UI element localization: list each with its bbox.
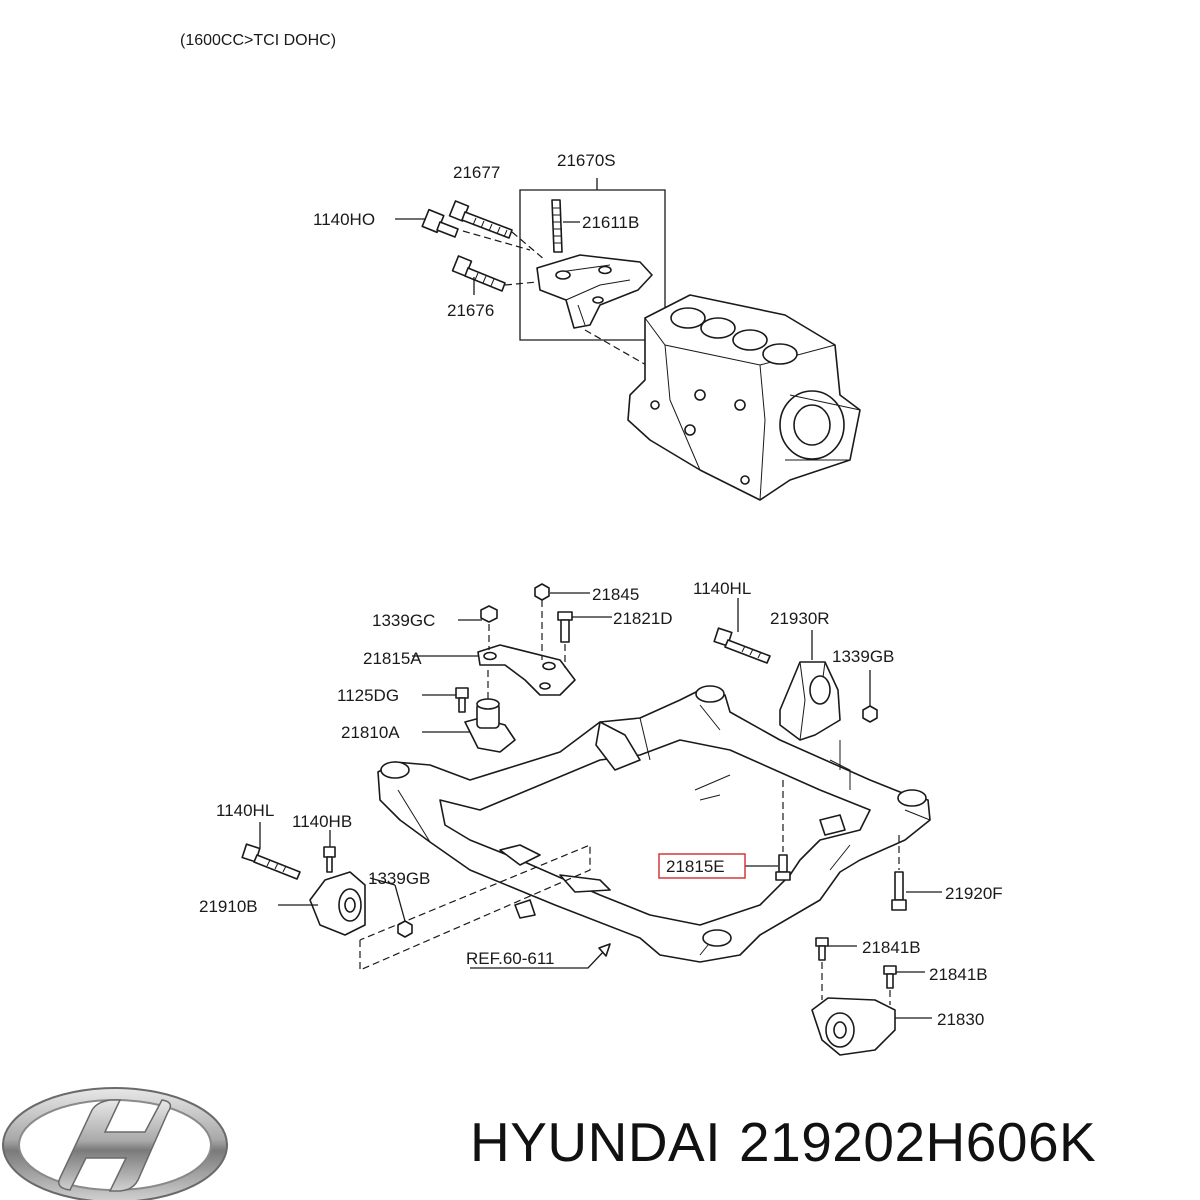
callout-labels: 21670S 21677 1140HO 21611B 21676 21845 1… bbox=[199, 151, 1003, 1029]
bolt-21920F-icon bbox=[891, 835, 942, 911]
label-21815E: 21815E bbox=[666, 857, 725, 876]
label-21841B-b: 21841B bbox=[929, 965, 988, 984]
bolt-21841B-a-icon bbox=[815, 937, 857, 1000]
label-21677: 21677 bbox=[453, 163, 500, 182]
label-21930R: 21930R bbox=[770, 609, 830, 628]
label-1125DG: 1125DG bbox=[337, 686, 399, 705]
label-21920F: 21920F bbox=[945, 884, 1003, 903]
brand-name: HYUNDAI bbox=[470, 1111, 722, 1173]
label-21841B-a: 21841B bbox=[862, 938, 921, 957]
label-1339GB-left: 1339GB bbox=[368, 869, 430, 888]
label-ref-60-611: REF.60-611 bbox=[466, 949, 555, 968]
bolt-21677-icon bbox=[448, 200, 513, 239]
bolt-21676-icon bbox=[451, 255, 506, 295]
label-21611B: 21611B bbox=[582, 213, 639, 232]
nut-1339GB-right-icon bbox=[862, 670, 878, 723]
highlight-box-21815E bbox=[658, 853, 746, 879]
bracket-21815A-icon bbox=[412, 644, 576, 696]
engine-note: (1600CC>TCI DOHC) bbox=[180, 32, 336, 49]
subframe-group bbox=[241, 583, 942, 1056]
label-1140HO: 1140HO bbox=[313, 210, 375, 229]
mount-21830-icon bbox=[811, 997, 932, 1056]
bolt-1125DG-icon bbox=[422, 687, 469, 713]
label-1140HL-left: 1140HL bbox=[216, 801, 274, 820]
mount-21930R-icon bbox=[779, 630, 841, 741]
label-21815A: 21815A bbox=[363, 649, 422, 668]
label-21830: 21830 bbox=[937, 1010, 984, 1029]
part-title: HYUNDAI 219202H606K bbox=[470, 1110, 1114, 1174]
bolt-21841B-b-icon bbox=[883, 965, 925, 1005]
mount-bracket-21670S-icon bbox=[536, 254, 653, 329]
label-1339GB-right: 1339GB bbox=[832, 647, 894, 666]
nut-21845-icon bbox=[534, 583, 590, 660]
upper-mount-group bbox=[395, 178, 666, 371]
mount-21910B-icon bbox=[278, 871, 366, 936]
label-21821D: 21821D bbox=[613, 609, 673, 628]
label-21670S: 21670S bbox=[557, 151, 616, 170]
nut-1339GB-left-icon bbox=[369, 877, 413, 938]
bolt-21815E-icon bbox=[745, 780, 791, 881]
label-1140HL-top: 1140HL bbox=[693, 579, 751, 598]
insulator-21810A-icon bbox=[422, 670, 516, 753]
label-21810A: 21810A bbox=[341, 723, 400, 742]
bolt-1140HB-icon bbox=[323, 830, 336, 873]
label-1140HB: 1140HB bbox=[292, 812, 352, 831]
stud-21611B-icon bbox=[551, 199, 580, 253]
bolt-1140HO-icon bbox=[395, 208, 459, 238]
engine-block-icon bbox=[627, 294, 861, 501]
label-21910B: 21910B bbox=[199, 897, 258, 916]
label-21676: 21676 bbox=[447, 301, 494, 320]
part-number: 219202H606K bbox=[739, 1111, 1097, 1173]
hyundai-logo-icon bbox=[2, 1087, 228, 1200]
bolt-21821D-icon bbox=[557, 611, 612, 668]
nut-1339GC-icon bbox=[458, 605, 498, 650]
bolt-1140HL-left-icon bbox=[241, 822, 301, 880]
subframe-icon bbox=[377, 685, 931, 963]
bolt-1140HL-top-icon bbox=[713, 598, 771, 664]
label-21845: 21845 bbox=[592, 585, 639, 604]
label-1339GC: 1339GC bbox=[372, 611, 435, 630]
